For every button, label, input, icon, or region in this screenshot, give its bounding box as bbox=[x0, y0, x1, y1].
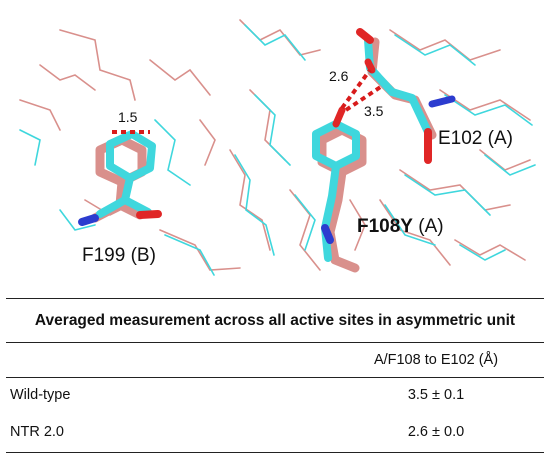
residue-label-f108y-name: F108Y bbox=[357, 216, 413, 237]
residue-e102 bbox=[356, 28, 456, 164]
protein-structure-image bbox=[19, 19, 536, 276]
f108y-hydroxyl-oxygen bbox=[332, 106, 346, 128]
row-value: 3.5 ± 0.1 bbox=[407, 387, 465, 403]
table-header-rule bbox=[6, 377, 544, 378]
residue-label-f108y-chain: (A) bbox=[418, 216, 444, 237]
measurement-table: Averaged measurement across all active s… bbox=[6, 298, 544, 453]
dash-oh-to-e102-long bbox=[344, 84, 384, 112]
table-row: NTR 2.0 2.6 ± 0.0 bbox=[6, 412, 544, 452]
distance-label-long: 3.5 bbox=[364, 103, 384, 119]
residue-label-e102: E102 (A) bbox=[438, 128, 513, 149]
table-title: Averaged measurement across all active s… bbox=[34, 312, 516, 329]
f199-nitrogen bbox=[78, 214, 99, 226]
f199-oxygen bbox=[136, 210, 162, 219]
residue-label-f108y: F108Y (A) bbox=[357, 216, 444, 238]
distance-label-short: 2.6 bbox=[329, 68, 349, 84]
background-wireframe-cyan bbox=[19, 24, 536, 276]
row-name: NTR 2.0 bbox=[10, 424, 64, 440]
table-title-rule bbox=[6, 342, 544, 343]
row-name: Wild-type bbox=[10, 387, 71, 403]
distance-dashes bbox=[112, 68, 384, 134]
column-header: A/F108 to E102 (Å) bbox=[373, 352, 499, 368]
row-value: 2.6 ± 0.0 bbox=[407, 424, 465, 440]
f108y-nitrogen bbox=[321, 224, 334, 244]
table-top-rule bbox=[6, 298, 544, 299]
distance-label-ring: 1.5 bbox=[118, 109, 138, 125]
residue-label-f199: F199 (B) bbox=[82, 245, 156, 266]
table-header-row: A/F108 to E102 (Å) bbox=[6, 343, 544, 377]
table-row: Wild-type 3.5 ± 0.1 bbox=[6, 378, 544, 412]
dash-oh-to-e102-short bbox=[340, 68, 372, 110]
